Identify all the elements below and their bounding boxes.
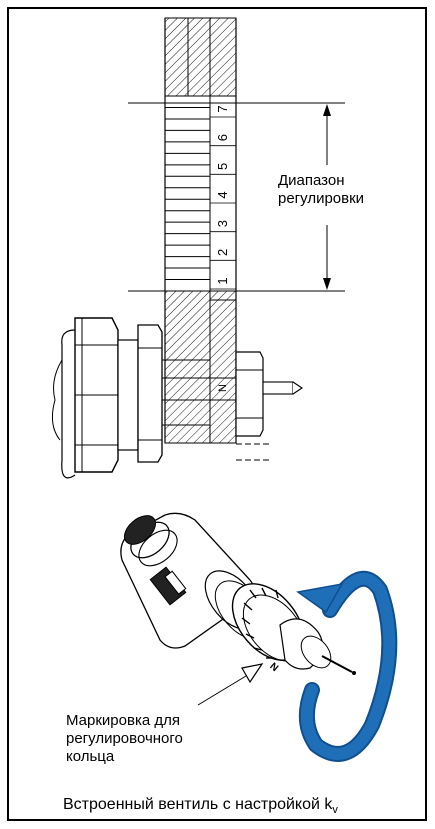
range-label-line1: Диапазон: [278, 172, 345, 189]
union-nut: [137, 324, 163, 463]
caption-text: Встроенный вентиль с настройкой k: [63, 796, 333, 813]
scale-mark-2: 2: [215, 249, 230, 256]
hex-nut: [235, 351, 264, 437]
marking-label-line3: кольца: [66, 748, 115, 765]
scale-mark-3: 3: [215, 220, 230, 227]
scale-mark-4: 4: [215, 191, 230, 198]
adjustment-range-label: Диапазон регулировки: [278, 172, 364, 208]
scale-column: [164, 95, 211, 292]
scale-mark-6: 6: [215, 134, 230, 141]
figure-caption: Встроенный вентиль с настройкой kv: [63, 796, 338, 819]
valve-insert-illustration: N: [120, 512, 398, 762]
zero-mark: N: [217, 384, 229, 392]
caption-subscript: v: [332, 804, 338, 817]
scale-mark-1: 1: [215, 277, 230, 284]
scale-ladder: [165, 106, 210, 281]
rotation-arrowhead: [296, 582, 344, 614]
ring-marking-label: Маркировка для регулировочного кольца: [66, 712, 183, 766]
lower-hatch-left: [164, 290, 211, 444]
scale-mark-7: 7: [215, 105, 230, 112]
rotation-arrow-ring: [300, 572, 396, 760]
ring-zero-mark: N: [268, 661, 281, 674]
range-label-line2: регулировки: [278, 190, 365, 207]
scale-mark-5: 5: [215, 163, 230, 170]
valve-pin: [262, 381, 294, 395]
marking-label-line1: Маркировка для: [66, 712, 180, 729]
marking-leader-line: [197, 675, 247, 706]
marking-label-line2: регулировочного: [66, 730, 183, 747]
section-drawing: N: [51, 17, 345, 479]
marking-pointer: [241, 663, 264, 684]
